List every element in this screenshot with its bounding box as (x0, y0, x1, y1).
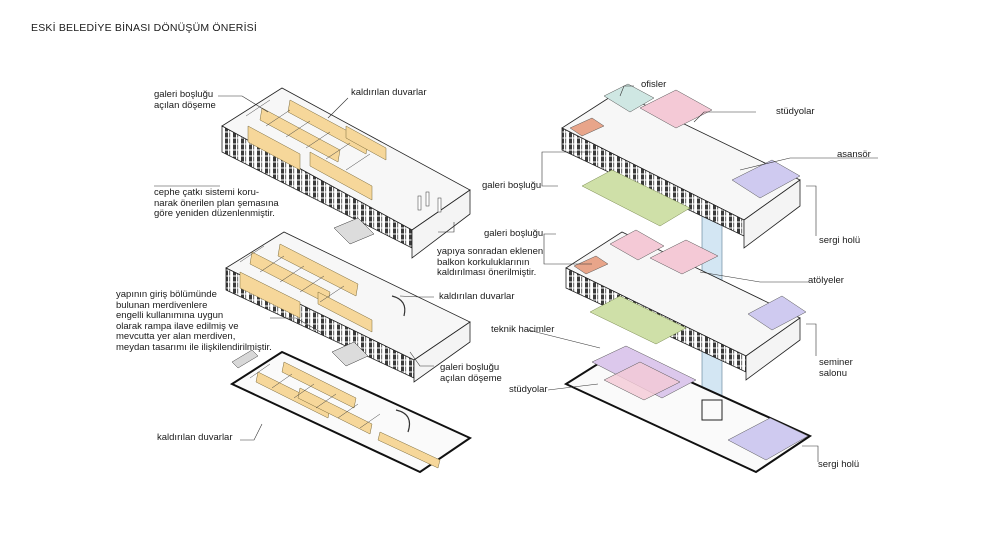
removed-wall (277, 243, 359, 297)
label-gallery-2: galeri boşluğu (484, 228, 544, 239)
label-exhibition-1: sergi holü (819, 235, 861, 246)
stair-zone (569, 117, 605, 137)
spiral-stair (395, 409, 411, 433)
label-studios-1: stüdyolar (776, 106, 815, 117)
side-ramp (231, 349, 259, 369)
leader-lines (154, 85, 878, 462)
entrance-stair (331, 341, 369, 367)
seminar-zone (747, 295, 807, 331)
spiral-stair (391, 295, 406, 317)
label-gallery-opened-slab-2: galeri boşluğu açılan döşeme (440, 362, 502, 384)
label-offices: ofisler (641, 79, 667, 90)
label-studios-2: stüdyolar (509, 384, 548, 395)
removed-wall (259, 107, 341, 163)
studio-zone (639, 89, 713, 129)
label-gallery-opened-slab-1: galeri boşluğu açılan döşeme (154, 89, 216, 111)
workshop-zone (609, 229, 665, 261)
label-removed-walls-2: kaldırılan duvarlar (439, 291, 515, 302)
label-workshops: atölyeler (808, 275, 844, 286)
removed-wall (309, 151, 373, 201)
page-title: ESKİ BELEDİYE BİNASI DÖNÜŞÜM ÖNERİSİ (31, 22, 258, 34)
label-removed-walls-1: kaldırılan duvarlar (351, 87, 427, 98)
left-bottom-plan (229, 349, 473, 474)
short-facade (745, 317, 801, 381)
short-facade (743, 179, 801, 249)
workshop-zone (649, 239, 719, 275)
left-top-building (221, 87, 471, 259)
short-facade (411, 189, 471, 259)
removed-wall (247, 125, 301, 171)
stair-zone (573, 255, 609, 275)
right-middle-building (565, 229, 807, 381)
removed-wall (287, 99, 369, 155)
right-top-building (561, 83, 801, 249)
removed-wall (345, 125, 387, 161)
removed-wall (377, 431, 441, 469)
office-zone (603, 83, 655, 113)
entrance-stair (333, 217, 375, 245)
balcony-slab (581, 169, 691, 227)
elevator-base (701, 399, 723, 421)
balcony-slab (589, 295, 687, 345)
label-elevator: asansör (837, 149, 871, 160)
removed-wall (239, 271, 301, 319)
exhibition-zone (727, 417, 809, 461)
label-gallery-1: galeri boşluğu (482, 180, 542, 191)
label-seminar: seminer salonu (819, 357, 853, 379)
label-balcony-note: yapıya sonradan eklenen balkon korkulukl… (437, 246, 544, 278)
label-facade-note: cephe çatkı sistemi koru- narak önerilen… (154, 187, 279, 219)
exhibition-zone (731, 159, 801, 199)
floor-plate (229, 350, 473, 474)
short-facade (413, 321, 471, 383)
label-technical: teknik hacimler (491, 324, 555, 335)
right-bottom-plan (563, 345, 813, 474)
label-removed-walls-3: kaldırılan duvarlar (157, 432, 233, 443)
label-entrance-note: yapının giriş bölümünde bulunan merdiven… (116, 289, 272, 353)
removed-wall (281, 361, 357, 409)
studio-zone (603, 361, 681, 401)
left-middle-building (225, 231, 471, 383)
removed-wall (317, 291, 373, 333)
label-exhibition-2: sergi holü (818, 459, 860, 470)
